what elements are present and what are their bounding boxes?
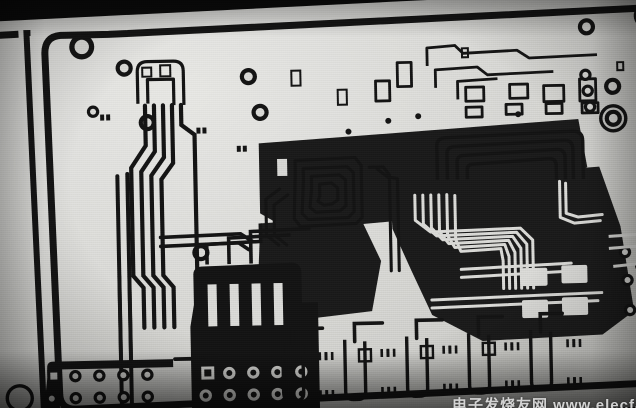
- watermark-text: 电子发烧友网 www.elecfans.com: [452, 397, 636, 408]
- connector-pads-top-left: [141, 64, 172, 78]
- 2x5-pin-header-mid: [190, 262, 321, 408]
- top-right-component-cluster: [374, 44, 600, 119]
